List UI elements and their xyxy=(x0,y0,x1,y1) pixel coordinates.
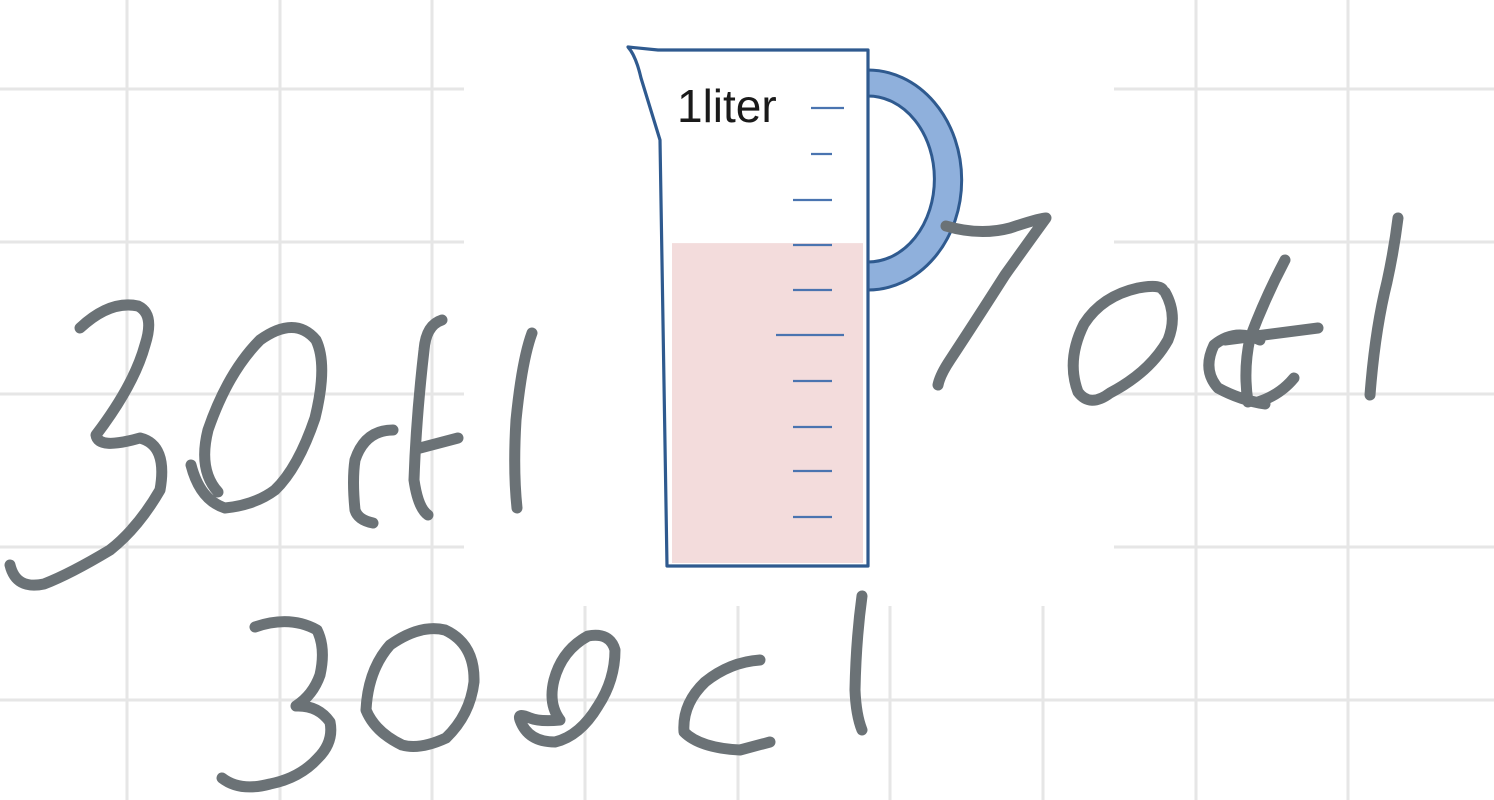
handwritten-7dl: 7dl xyxy=(932,212,1404,410)
jug-capacity-label: 1liter xyxy=(677,80,777,132)
jug-liquid xyxy=(672,243,863,563)
jug-scale-ticks xyxy=(776,106,844,519)
handwritten-300cl: 300cl xyxy=(216,590,868,793)
handwritten-30dl: 30dl xyxy=(4,299,538,591)
jug-body xyxy=(626,45,870,568)
jug-handle xyxy=(866,68,964,292)
